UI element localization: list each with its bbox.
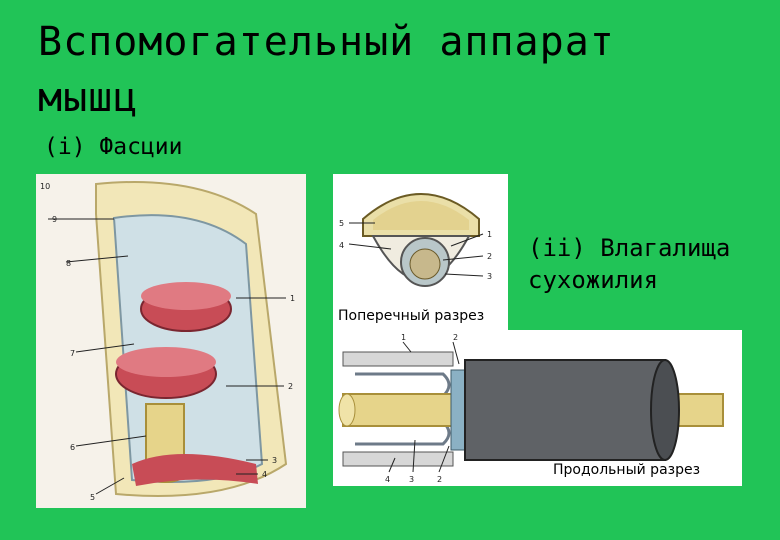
fascia-label-3: 3 <box>272 456 277 465</box>
long-label-4: 4 <box>385 475 390 484</box>
tendon-heading-line-2: сухожилия <box>528 264 730 296</box>
fascia-label-4: 4 <box>262 470 267 479</box>
fascia-label-9: 9 <box>52 215 57 224</box>
cross-label-1: 1 <box>487 230 492 239</box>
fascia-label-7: 7 <box>70 349 75 358</box>
cross-label-4: 4 <box>339 241 344 250</box>
tendon-sheath-heading: (ii) Влагалища сухожилия <box>528 232 730 296</box>
cross-label-2: 2 <box>487 252 492 261</box>
title-line-2: мышц <box>38 70 615 126</box>
cross-label-3: 3 <box>487 272 492 281</box>
cross-label-5: 5 <box>339 219 344 228</box>
long-label-2: 2 <box>453 333 458 342</box>
fascia-label-1: 1 <box>290 294 295 303</box>
fascia-illustration: 10 9 8 7 6 5 1 2 3 4 <box>36 174 306 508</box>
long-label-2b: 2 <box>437 475 442 484</box>
fascia-label-10: 10 <box>40 182 50 191</box>
fascia-drawing: 10 9 8 7 6 5 1 2 3 4 <box>36 174 306 508</box>
cross-section-illustration: 5 4 1 2 3 <box>333 174 508 330</box>
fascia-label-5: 5 <box>90 493 95 502</box>
title-line-1: Вспомогательный аппарат <box>38 14 615 70</box>
slide-title: Вспомогательный аппарат мышц <box>38 14 615 126</box>
long-label-3: 3 <box>409 475 414 484</box>
fascia-subtitle: (i) Фасции <box>44 134 182 160</box>
tendon-heading-line-1: (ii) Влагалища <box>528 232 730 264</box>
long-label-1: 1 <box>401 333 406 342</box>
cross-section-caption: Поперечный разрез <box>338 308 484 324</box>
fascia-label-8: 8 <box>66 259 71 268</box>
cross-section-drawing: 5 4 1 2 3 <box>333 174 508 330</box>
longitudinal-caption: Продольный разрез <box>553 462 700 478</box>
fascia-label-2: 2 <box>288 382 293 391</box>
fascia-label-6: 6 <box>70 443 75 452</box>
